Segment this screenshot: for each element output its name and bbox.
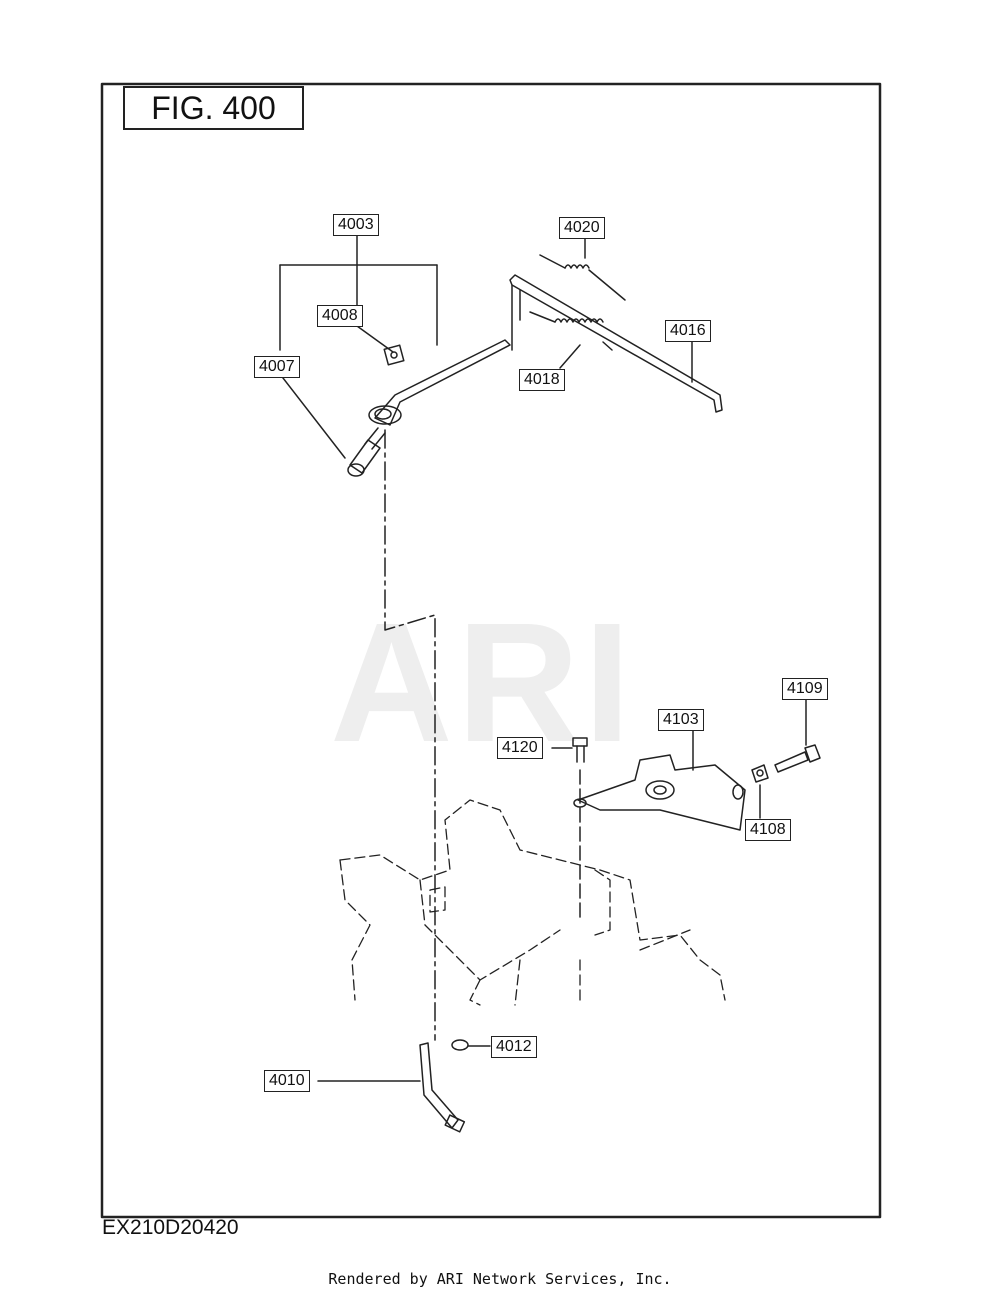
footer-credit: Rendered by ARI Network Services, Inc. [328,1270,672,1288]
figure-label: FIG. 400 [123,86,304,130]
callout-4109[interactable]: 4109 [782,678,828,700]
figure-frame [100,82,882,1219]
drawing-code: EX210D20420 [102,1216,239,1239]
bolt-4109 [751,744,821,783]
callout-4016[interactable]: 4016 [665,320,711,342]
callout-4007[interactable]: 4007 [254,356,300,378]
leader-4018 [559,344,581,369]
callout-4020[interactable]: 4020 [559,217,605,239]
link-pin-4010 [419,1039,469,1133]
bracket-4003 [279,234,438,351]
callout-4003[interactable]: 4003 [333,214,379,236]
callout-4008[interactable]: 4008 [317,305,363,327]
callout-4012[interactable]: 4012 [491,1036,537,1058]
leader-4007 [282,377,346,459]
callout-4018[interactable]: 4018 [519,369,565,391]
bolt-4120 [572,737,588,921]
governor-lever [573,754,746,831]
throttle-lever [368,339,511,426]
link-rod-dashed [384,429,436,1041]
callout-4120[interactable]: 4120 [497,737,543,759]
callout-4108[interactable]: 4108 [745,819,791,841]
callout-4010[interactable]: 4010 [264,1070,310,1092]
engine-outline [339,799,726,1006]
spring-plate [509,254,723,413]
callout-4103[interactable]: 4103 [658,709,704,731]
leader-4008 [356,325,394,353]
bolt-4007 [347,427,386,477]
